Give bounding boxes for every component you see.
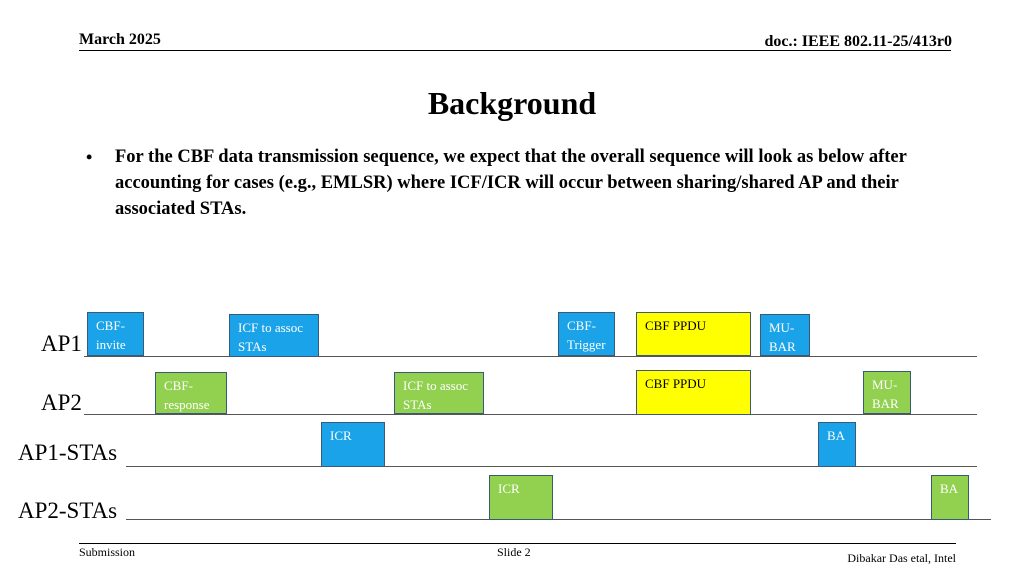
row-label-ap1: AP1 [41, 331, 82, 356]
block-ap1-mu-bar: MU- BAR [760, 314, 810, 356]
header-divider [79, 50, 951, 51]
header-date: March 2025 [79, 31, 161, 48]
block-ap1sta-icr: ICR [321, 422, 385, 467]
timeline-ap1 [84, 356, 977, 357]
block-ap2sta-ba: BA [931, 475, 969, 520]
block-ap1sta-ba: BA [818, 422, 856, 467]
timeline-ap2 [84, 414, 977, 415]
block-ap1-cbf-invite: CBF- invite [87, 312, 144, 356]
bullet-marker: • [86, 147, 93, 167]
row-label-ap1-stas: AP1-STAs [18, 440, 118, 465]
header-doc-id: doc.: IEEE 802.11-25/413r0 [764, 33, 952, 50]
block-ap2-cbf-response: CBF- response [155, 372, 227, 414]
bullet-text: For the CBF data transmission sequence, … [115, 147, 907, 219]
footer-slide-number: Slide 2 [497, 545, 531, 559]
row-label-ap2-stas: AP2-STAs [18, 498, 118, 523]
timeline-ap1-stas [126, 466, 977, 467]
timeline-ap2-stas [126, 519, 991, 520]
block-ap1-cbf-ppdu: CBF PPDU [636, 312, 751, 356]
footer-divider [79, 543, 956, 544]
row-label-ap2: AP2 [41, 390, 82, 415]
block-ap1-icf: ICF to assoc STAs [229, 314, 319, 357]
block-ap2-icf: ICF to assoc STAs [394, 372, 484, 414]
footer-author: Dibakar Das etal, Intel [847, 551, 956, 565]
block-ap2sta-icr: ICR [489, 475, 553, 520]
slide-title: Background [427, 85, 597, 121]
block-ap1-cbf-trigger: CBF- Trigger [558, 312, 615, 356]
block-ap2-mu-bar: MU- BAR [863, 371, 911, 414]
footer-submission: Submission [79, 545, 136, 559]
block-ap2-cbf-ppdu: CBF PPDU [636, 370, 751, 415]
